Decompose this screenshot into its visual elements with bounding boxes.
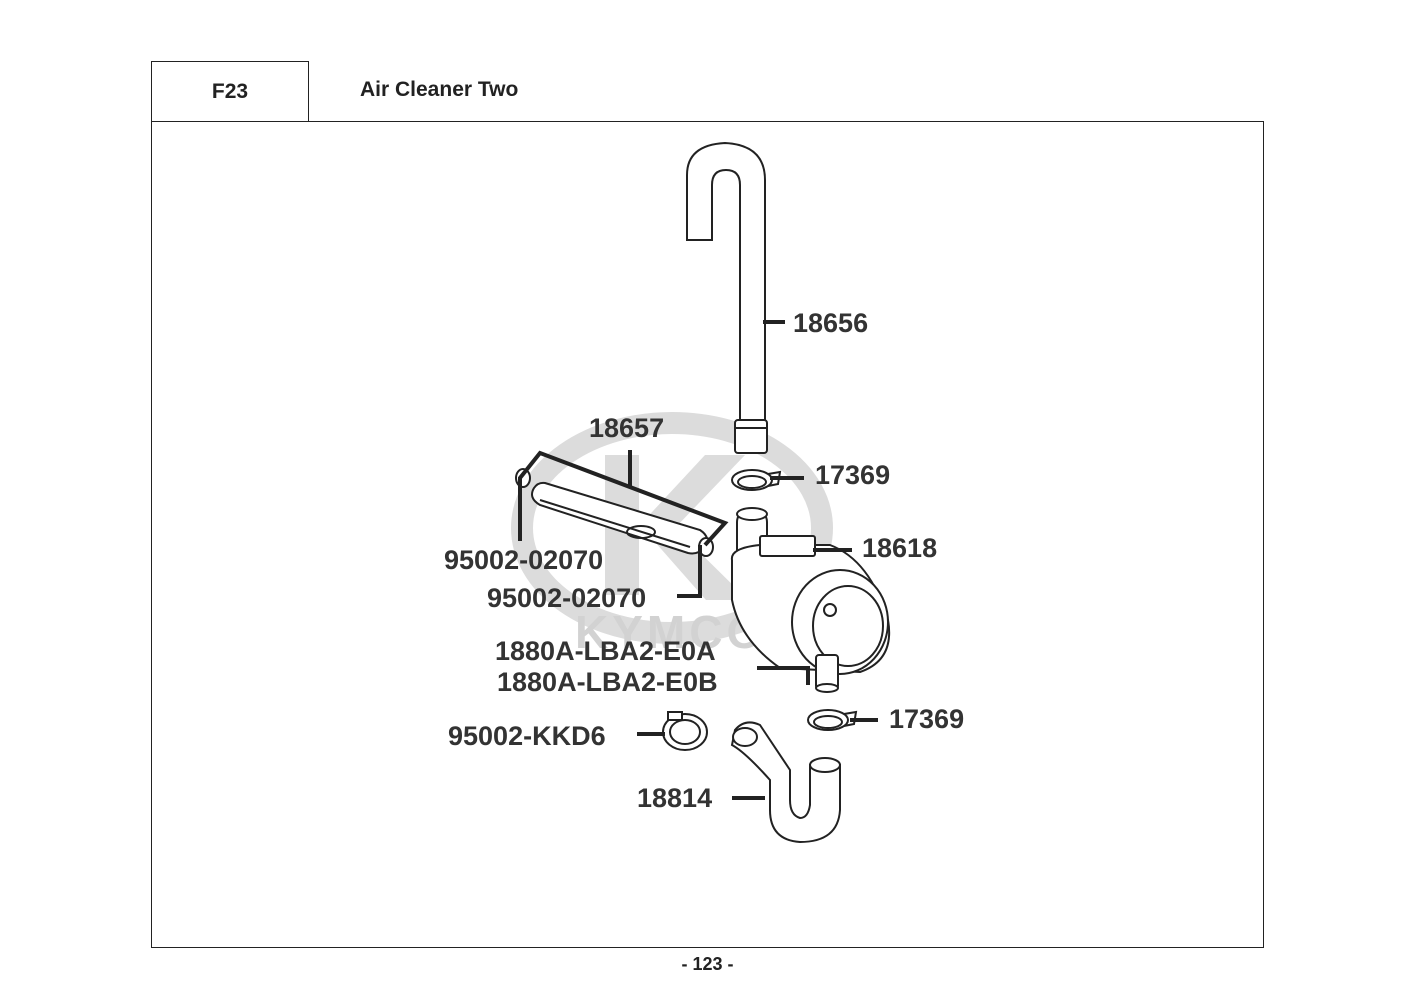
leader-lines: [518, 320, 878, 800]
callout-1880A-LBA2-E0A: 1880A-LBA2-E0A: [495, 636, 716, 666]
callout-17369-upper: 17369: [815, 460, 890, 490]
section-code: F23: [151, 61, 309, 121]
hose-18814-drawing: [730, 721, 841, 844]
callout-95002-02070-a: 95002-02070: [444, 545, 603, 575]
diagram-frame: [151, 121, 1264, 948]
watermark-text: KYMCO: [575, 606, 766, 658]
air-cleaner-drawing: [730, 507, 891, 693]
section-code-label: F23: [211, 79, 249, 103]
callout-95002-KKD6: 95002-KKD6: [448, 721, 606, 751]
band-drawing: [662, 711, 708, 751]
callout-95002-02070-b: 95002-02070: [487, 583, 646, 613]
callout-18814: 18814: [637, 783, 712, 813]
page-number: - 123 -: [681, 954, 734, 974]
page-title: Air Cleaner Two: [360, 78, 519, 101]
brand-watermark: KYMCO: [511, 412, 833, 658]
callout-17369-lower: 17369: [889, 704, 964, 734]
hose-18656-drawing: [686, 141, 768, 454]
clip-lower-drawing: [807, 709, 858, 731]
callout-18618: 18618: [862, 533, 937, 563]
callout-18657: 18657: [589, 413, 664, 443]
tube-18657-drawing: [531, 481, 709, 555]
callout-1880A-LBA2-E0B: 1880A-LBA2-E0B: [497, 667, 718, 697]
callout-18656: 18656: [793, 308, 868, 338]
